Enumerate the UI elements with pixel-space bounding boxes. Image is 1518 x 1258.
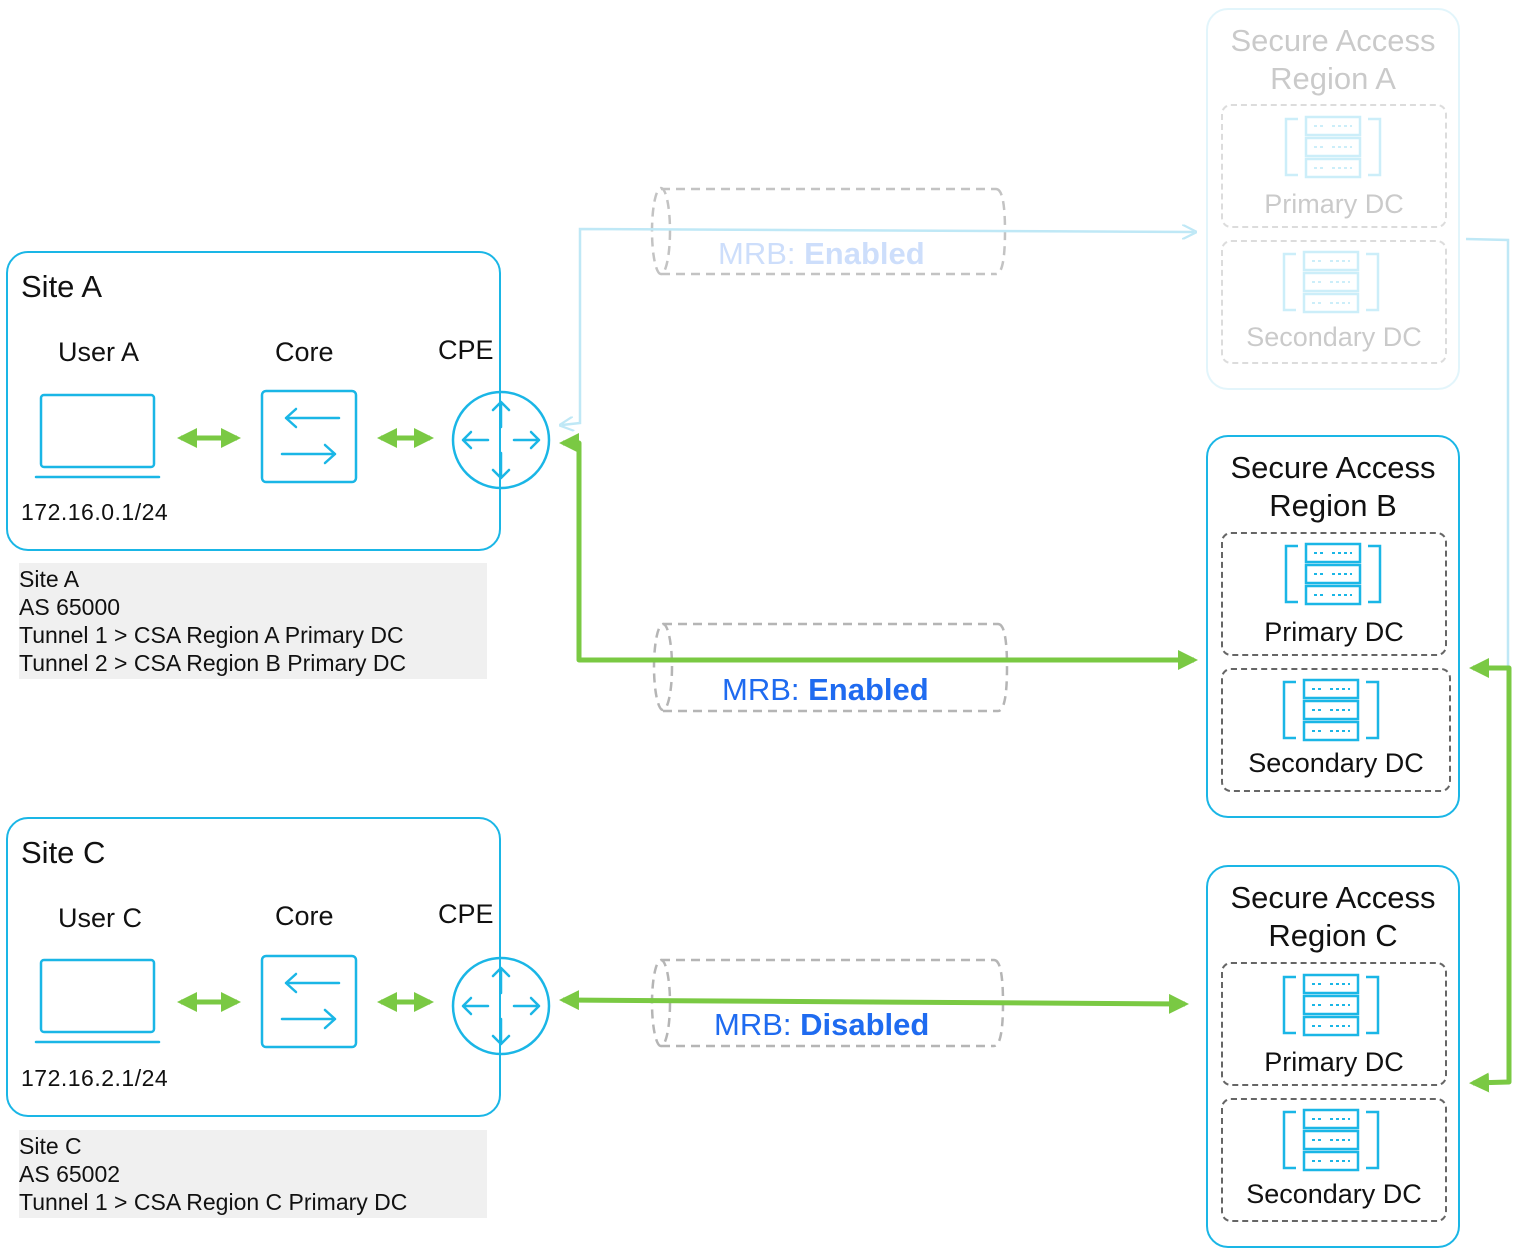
- site-c-user-label: User C: [58, 903, 143, 933]
- region-c-title: Secure Access Region C: [1208, 879, 1458, 955]
- region-a-title-line1: Secure Access: [1230, 23, 1436, 58]
- site-c-cpe-label: CPE: [438, 899, 494, 929]
- region-a-title-line2: Region A: [1270, 61, 1396, 96]
- site-c-info: Site C AS 65002 Tunnel 1 > CSA Region C …: [19, 1130, 487, 1218]
- region-c-title-line2: Region C: [1268, 918, 1398, 953]
- server-icon: [1284, 115, 1382, 179]
- region-a-title: Secure Access Region A: [1208, 22, 1458, 98]
- region-b-primary-dc: Primary DC: [1221, 532, 1447, 656]
- region-b-secondary-dc: Secondary DC: [1221, 668, 1451, 792]
- switch-icon: [260, 389, 358, 484]
- switch-icon: [260, 954, 358, 1049]
- mrb-prefix: MRB:: [718, 236, 805, 271]
- site-a-core-label: Core: [275, 337, 334, 367]
- link-region-a-region-b: [1465, 237, 1510, 668]
- region-a-box: Secure Access Region A Primary DC Second…: [1206, 8, 1460, 390]
- link-site-a-region-b: [559, 433, 1198, 670]
- site-a-info-line: Site A: [19, 566, 80, 592]
- mrb-label-region-a: MRB: Enabled: [718, 236, 925, 272]
- region-a-servers: [1282, 115, 1382, 314]
- mrb-state: Enabled: [804, 236, 925, 271]
- mrb-prefix: MRB:: [714, 1007, 801, 1042]
- site-a-info-line: Tunnel 2 > CSA Region B Primary DC: [19, 650, 407, 676]
- link-region-b-region-c: [1469, 658, 1512, 1093]
- server-icon: [1282, 973, 1380, 1037]
- site-c-title: Site C: [21, 835, 106, 870]
- region-b-primary-label: Primary DC: [1264, 617, 1404, 647]
- mrb-prefix: MRB:: [722, 672, 809, 707]
- region-c-title-line1: Secure Access: [1230, 880, 1436, 915]
- region-a-primary-dc: Primary DC: [1221, 104, 1447, 228]
- region-c-secondary-label: Secondary DC: [1246, 1179, 1422, 1209]
- server-icon: [1284, 542, 1382, 606]
- site-c-info-line: Site C: [19, 1133, 82, 1159]
- region-a-secondary-label: Secondary DC: [1246, 322, 1422, 352]
- mrb-state: Disabled: [800, 1007, 930, 1042]
- site-c-ip: 172.16.2.1/24: [21, 1065, 169, 1091]
- laptop-icon: [34, 958, 161, 1044]
- mrb-label-region-b: MRB: Enabled: [722, 672, 929, 708]
- site-a-info: Site A AS 65000 Tunnel 1 > CSA Region A …: [19, 563, 487, 679]
- region-b-title-line1: Secure Access: [1230, 450, 1436, 485]
- region-c-secondary-dc: Secondary DC: [1221, 1098, 1447, 1222]
- mrb-state: Enabled: [808, 672, 929, 707]
- link-site-c-region-c: [559, 990, 1189, 1014]
- server-icon: [1282, 678, 1380, 742]
- site-c-info-line: AS 65002: [19, 1161, 121, 1187]
- server-icon: [1282, 1108, 1380, 1172]
- region-a-primary-label: Primary DC: [1264, 189, 1404, 219]
- site-c-info-line: Tunnel 1 > CSA Region C Primary DC: [19, 1189, 408, 1215]
- site-a-info-line: AS 65000: [19, 594, 121, 620]
- server-icon: [1282, 250, 1380, 314]
- region-c-box: Secure Access Region C Primary DC Second…: [1206, 865, 1460, 1248]
- site-a-title: Site A: [21, 269, 102, 304]
- region-b-title-line2: Region B: [1269, 488, 1397, 523]
- router-icon: [451, 390, 551, 490]
- site-a-user-label: User A: [58, 337, 140, 367]
- router-icon: [451, 956, 551, 1056]
- site-a-cpe-label: CPE: [438, 335, 494, 365]
- region-c-primary-dc: Primary DC: [1221, 962, 1447, 1086]
- laptop-icon: [34, 393, 161, 479]
- site-c-box: Site C User C Core CPE 172.16.2.1/24: [6, 817, 501, 1117]
- site-a-box: Site A User A Core CPE 172.16.0.1/24: [6, 251, 501, 551]
- link-site-a-region-a: [562, 229, 1194, 425]
- site-a-ip: 172.16.0.1/24: [21, 499, 169, 525]
- mrb-label-region-c: MRB: Disabled: [714, 1007, 929, 1043]
- region-b-secondary-label: Secondary DC: [1248, 748, 1424, 778]
- region-b-box: Secure Access Region B Primary DC Second…: [1206, 435, 1460, 818]
- region-a-secondary-dc: Secondary DC: [1221, 240, 1447, 364]
- site-a-info-line: Tunnel 1 > CSA Region A Primary DC: [19, 622, 404, 648]
- region-b-title: Secure Access Region B: [1208, 449, 1458, 525]
- region-c-primary-label: Primary DC: [1264, 1047, 1404, 1077]
- site-c-core-label: Core: [275, 901, 334, 931]
